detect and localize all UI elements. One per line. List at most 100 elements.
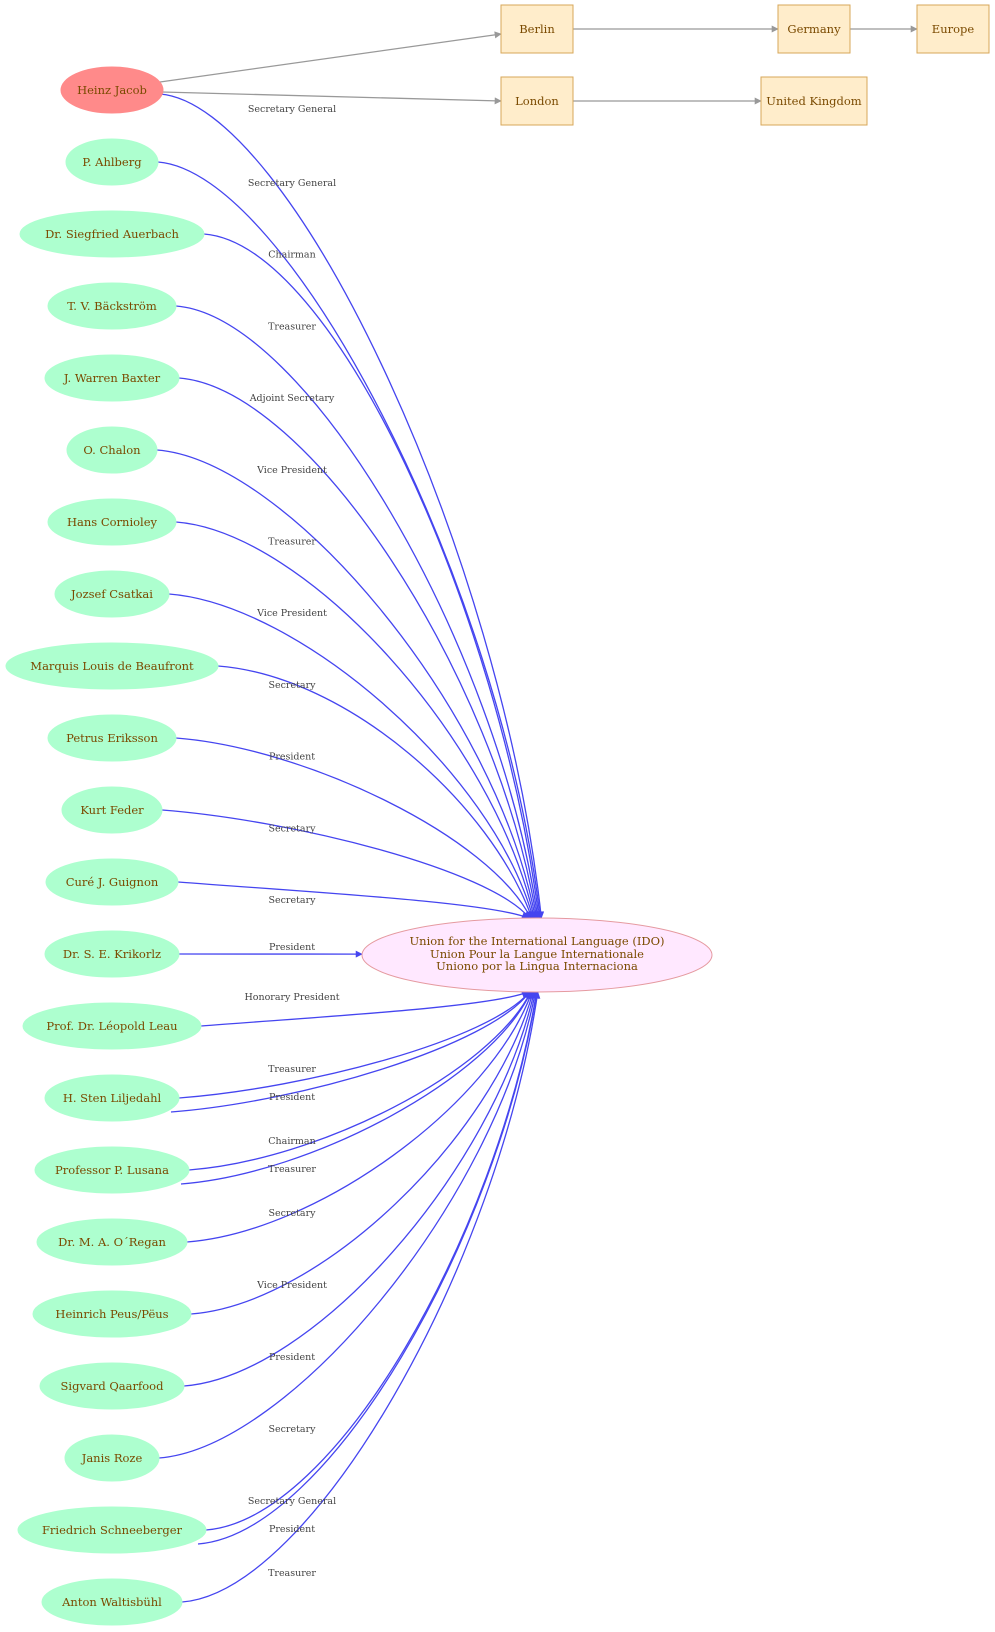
person-name: Marquis Louis de Beaufront — [30, 659, 194, 673]
person-node[interactable]: Marquis Louis de Beaufront — [5, 642, 219, 690]
person-name: Janis Roze — [81, 1451, 143, 1465]
person-node[interactable]: Friedrich Schneeberger — [17, 1506, 207, 1554]
role-edge — [188, 991, 532, 1171]
role-edge — [178, 991, 530, 1099]
role-edge — [175, 521, 537, 919]
person-name: Prof. Dr. Léopold Leau — [46, 1019, 177, 1033]
person-node[interactable]: Sigvard Qaarfood — [39, 1362, 185, 1410]
person-name: Anton Waltisbühl — [61, 1595, 162, 1609]
person-node[interactable]: Curé J. Guignon — [45, 858, 179, 906]
place-name: Germany — [787, 22, 841, 36]
person-name: Friedrich Schneeberger — [42, 1523, 183, 1537]
edge-label: President — [269, 942, 315, 953]
edge-label: Treasurer — [268, 1568, 316, 1579]
role-edge — [168, 593, 535, 919]
person-node[interactable]: J. Warren Baxter — [44, 354, 180, 402]
role-edge — [156, 449, 538, 919]
edge-label: Chairman — [268, 1136, 315, 1147]
role-edge — [186, 991, 533, 1243]
person-name: Jozsef Csatkai — [70, 587, 153, 601]
place-node-berlin[interactable]: Berlin — [500, 4, 574, 54]
organization-name-line: Uniono por la Lingua Internaciona — [436, 959, 638, 973]
role-edge — [183, 991, 537, 1387]
person-name: Curé J. Guignon — [66, 875, 159, 889]
edge-label: Secretary General — [248, 178, 336, 189]
person-name: Petrus Eriksson — [66, 731, 158, 745]
edge-label: Adjoint Secretary — [249, 393, 335, 404]
edge-label: Secretary — [268, 895, 316, 906]
role-edge — [175, 737, 532, 919]
role-edge — [161, 809, 530, 919]
person-node[interactable]: Petrus Eriksson — [47, 714, 177, 762]
person-node[interactable]: Dr. Siegfried Auerbach — [19, 210, 205, 258]
role-edge — [157, 161, 543, 919]
person-node[interactable]: Dr. S. E. Krikorlz — [44, 930, 180, 978]
location-edge — [159, 31, 502, 83]
edge-layer — [156, 25, 918, 1603]
place-name: Europe — [932, 22, 975, 36]
edge-label: Secretary — [268, 823, 316, 834]
edge-label: Secretary — [268, 1424, 316, 1435]
place-node-germany[interactable]: Germany — [777, 4, 851, 54]
person-node[interactable]: Hans Cornioley — [47, 498, 177, 546]
role-edge — [177, 881, 529, 919]
edge-label: Vice President — [256, 1280, 327, 1291]
role-edge — [158, 991, 538, 1459]
node-layer: Heinz Jacob Berlin Germany Europe London… — [5, 4, 990, 1626]
role-edge — [175, 305, 541, 919]
person-node[interactable]: T. V. Bäckström — [47, 282, 177, 330]
edge-label: Chairman — [268, 250, 315, 261]
role-edge — [197, 991, 540, 1545]
place-name: United Kingdom — [766, 94, 862, 108]
person-node[interactable]: Dr. M. A. O´Regan — [36, 1218, 188, 1266]
place-node-united-kingdom[interactable]: United Kingdom — [760, 76, 868, 126]
role-edge — [180, 991, 532, 1185]
person-node[interactable]: Heinrich Peus/Pëus — [32, 1290, 192, 1338]
edge-label: Treasurer — [268, 321, 316, 332]
person-name: Dr. M. A. O´Regan — [58, 1235, 166, 1249]
person-name: H. Sten Liljedahl — [63, 1091, 162, 1105]
place-name: London — [515, 94, 559, 108]
person-node[interactable]: Janis Roze — [64, 1434, 160, 1482]
edge-label: Vice President — [256, 608, 327, 619]
person-node[interactable]: H. Sten Liljedahl — [44, 1074, 180, 1122]
person-node[interactable]: Jozsef Csatkai — [54, 570, 170, 618]
edge-label: President — [269, 1524, 315, 1535]
organization-node-ido[interactable]: Union for the International Language (ID… — [361, 917, 713, 993]
edge-label: President — [269, 752, 315, 763]
edge-label: Vice President — [256, 465, 327, 476]
person-node[interactable]: Anton Waltisbühl — [41, 1578, 183, 1626]
place-node-europe[interactable]: Europe — [916, 4, 990, 54]
edge-label: President — [269, 1092, 315, 1103]
person-node[interactable]: Prof. Dr. Léopold Leau — [22, 1002, 202, 1050]
person-node[interactable]: O. Chalon — [66, 426, 158, 474]
role-edge — [170, 991, 531, 1113]
person-name: Dr. Siegfried Auerbach — [45, 227, 179, 241]
place-node-london[interactable]: London — [500, 76, 574, 126]
person-node-heinz-jacob[interactable]: Heinz Jacob — [60, 66, 164, 114]
place-name: Berlin — [519, 22, 555, 36]
role-edge — [159, 93, 545, 919]
person-name: J. Warren Baxter — [63, 371, 161, 385]
edge-label: Treasurer — [268, 537, 316, 548]
person-name: Sigvard Qaarfood — [61, 1379, 165, 1393]
edge-label: Honorary President — [244, 992, 339, 1003]
person-name: Kurt Feder — [80, 803, 144, 817]
person-name: Hans Cornioley — [67, 515, 158, 529]
person-node[interactable]: Kurt Feder — [61, 786, 163, 834]
role-edge — [200, 990, 529, 1027]
role-edge — [181, 991, 541, 1603]
person-node[interactable]: Professor P. Lusana — [34, 1146, 190, 1194]
person-name: P. Ahlberg — [82, 155, 142, 169]
edge-label: Secretary — [268, 680, 316, 691]
role-edge — [190, 991, 535, 1315]
person-name: Heinz Jacob — [77, 83, 147, 97]
person-node[interactable]: P. Ahlberg — [65, 138, 159, 186]
organization-name-line: Union for the International Language (ID… — [409, 934, 664, 948]
role-edge — [178, 377, 540, 919]
edge-label: Secretary — [268, 1208, 316, 1219]
person-name: Professor P. Lusana — [55, 1163, 169, 1177]
person-name: Heinrich Peus/Pëus — [55, 1307, 168, 1321]
